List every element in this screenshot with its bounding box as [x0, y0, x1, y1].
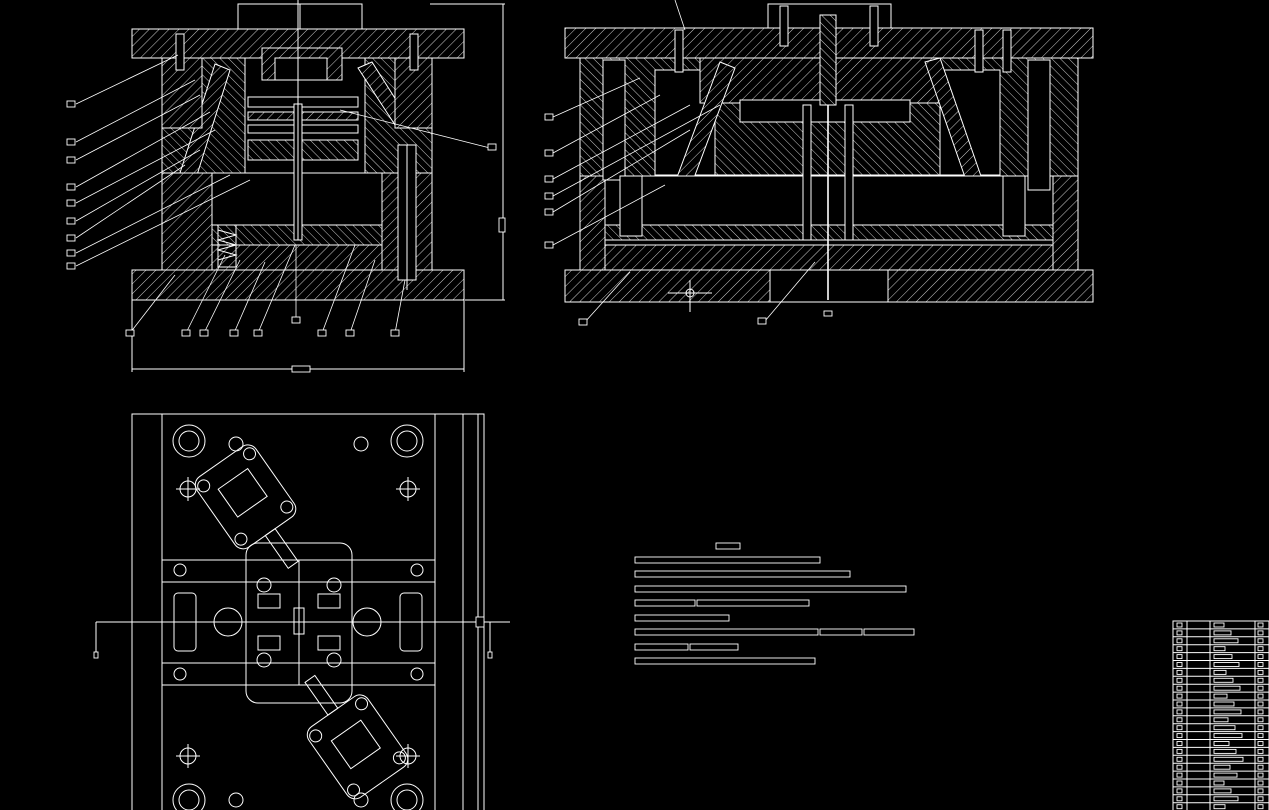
bom-cell [1213, 638, 1239, 644]
bom-cell [1257, 709, 1264, 715]
bom-cell [1257, 630, 1264, 636]
bom-cell [1257, 796, 1264, 802]
bom-cell [1213, 677, 1234, 683]
bom-cell [1176, 741, 1183, 746]
bom-cell [1176, 780, 1183, 786]
spacer-block-left [161, 172, 213, 271]
balloon-leaders-left [66, 54, 497, 270]
bom-cell [1213, 741, 1230, 746]
balloon-leaders-bottom [125, 244, 406, 337]
bom-cell [1176, 669, 1183, 675]
balloon-leaders-side [544, 0, 833, 326]
bom-cell [1176, 638, 1183, 644]
bom-cell [1257, 669, 1264, 675]
bom-cell [1213, 764, 1231, 770]
bom-cell [1257, 646, 1264, 652]
bom-cell [1257, 622, 1264, 628]
bom-cell [1213, 693, 1228, 699]
bom-cell [1213, 654, 1233, 660]
bom-cell [1257, 733, 1264, 739]
bom-cell [1213, 669, 1227, 675]
bom-cell [1176, 701, 1183, 707]
bom-cell [1213, 804, 1226, 810]
bom-cell [1213, 748, 1237, 754]
ejector-plate [211, 244, 383, 271]
bom-cell [1257, 804, 1264, 810]
plan-outline [131, 413, 485, 810]
bom-cell [1257, 725, 1264, 731]
bom-cell [1213, 685, 1241, 691]
central-insert [245, 542, 353, 704]
bom-cell [1257, 693, 1264, 699]
bom-cell [1213, 646, 1226, 652]
bom-cell [1257, 677, 1264, 683]
bom-cell [1213, 662, 1240, 667]
bom-cell [1213, 709, 1242, 715]
bom-cell [1176, 662, 1183, 667]
bom-cell [1176, 733, 1183, 739]
bom-cell [1176, 756, 1183, 762]
bom-cell [1213, 725, 1236, 731]
bom-cell [1176, 788, 1183, 794]
bom-cell [1176, 677, 1183, 683]
bom-cell [1176, 685, 1183, 691]
bom-cell [1176, 796, 1183, 802]
bom-cell [1213, 717, 1229, 723]
bom-cell [1257, 638, 1264, 644]
bom-cell [1213, 630, 1232, 636]
bom-cell [1176, 654, 1183, 660]
bom-cell [1257, 741, 1264, 746]
bom-cell [1213, 780, 1225, 786]
bom-cell [1257, 685, 1264, 691]
bom-cell [1257, 780, 1264, 786]
bom-cell [1213, 701, 1235, 707]
bom-cell [1176, 709, 1183, 715]
bom-cell [1213, 756, 1244, 762]
plan-view [93, 413, 510, 810]
bom-cell [1257, 662, 1264, 667]
bom-cell [1176, 725, 1183, 731]
side-section-view [544, 0, 1094, 326]
bom-cell [1257, 756, 1264, 762]
bom-cell [1213, 733, 1243, 739]
bom-cell [1176, 764, 1183, 770]
bom-cell [1257, 772, 1264, 778]
bom-cell [1257, 717, 1264, 723]
bom-cell [1176, 622, 1183, 628]
bom-cell [1213, 796, 1239, 802]
technical-notes [634, 542, 915, 665]
slider-lower-right [304, 674, 409, 800]
bom-cell [1213, 772, 1238, 778]
notes-heading [715, 542, 741, 550]
bom-cell [1176, 772, 1183, 778]
bom-cell [1176, 646, 1183, 652]
bom-cell [1176, 717, 1183, 723]
bom-cell [1257, 788, 1264, 794]
slider-upper-left [194, 444, 299, 570]
bom-cell [1176, 748, 1183, 754]
bom-cell [1257, 654, 1264, 660]
bom-table [1172, 620, 1269, 810]
bom-cell [1257, 764, 1264, 770]
ejector-retainer-plate-side [604, 224, 1054, 241]
bom-cell [1213, 622, 1225, 628]
bom-cell [1176, 804, 1183, 810]
bom-cell [1213, 788, 1232, 794]
bom-cell [1176, 630, 1183, 636]
ejector-plate-side [604, 244, 1054, 271]
bom-cell [1257, 701, 1264, 707]
front-section-view [66, 0, 506, 373]
bom-cell [1257, 748, 1264, 754]
bom-cell [1176, 693, 1183, 699]
